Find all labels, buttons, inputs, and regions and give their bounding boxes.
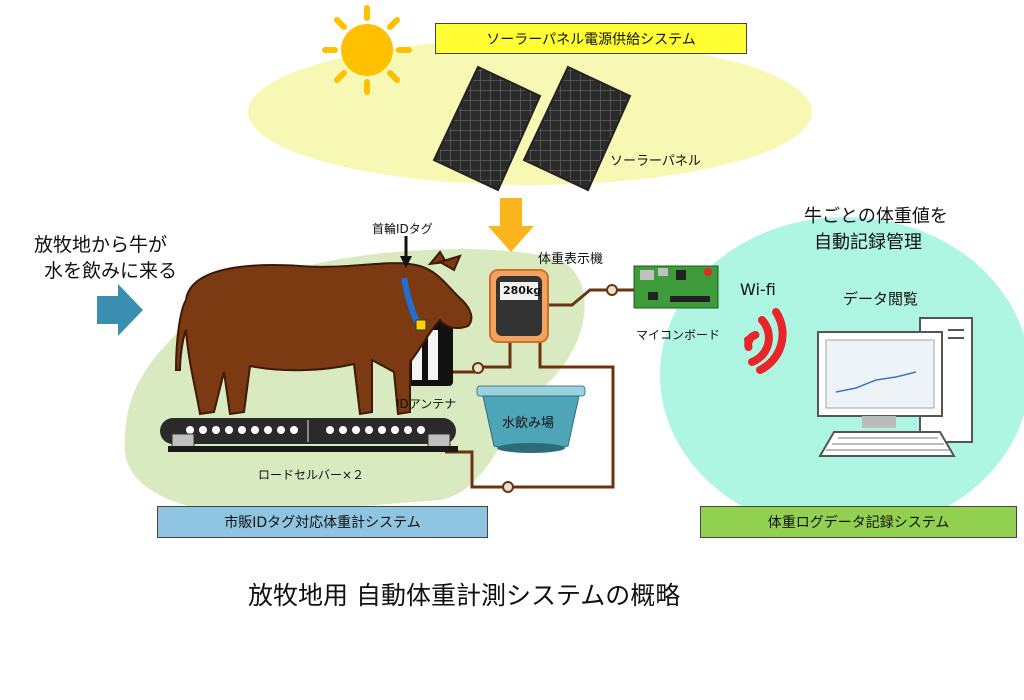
collar-tag-label: 首輪IDタグ [372,222,433,236]
arrival-text-line1: 放牧地から牛が [34,234,168,256]
record-text-line1: 牛ごとの体重値を [804,206,948,227]
microboard-icon [633,265,719,309]
log-system-label: 体重ログデータ記録システム [700,506,1017,538]
wifi-label: Wi-fi [740,280,776,299]
arrival-arrow-icon [97,284,143,336]
data-view-label: データ閲覧 [843,290,919,308]
id-tag-icon [415,319,427,331]
microboard-label: マイコンボード [636,328,721,342]
weight-display-icon [489,269,549,343]
wifi-icon [744,308,787,374]
solar-panel-left-icon [432,65,542,192]
scale-system-label: 市販IDタグ対応体重計システム [157,506,488,538]
main-title: 放牧地用 自動体重計測システムの概略 [248,581,681,610]
sun-icon [322,5,412,95]
display-value: 280kg [503,284,542,297]
antenna-label: IDアンテナ [396,397,457,411]
solar-panel-right-icon [522,65,632,192]
display-unit-label: 体重表示機 [538,252,604,267]
power-arrow-icon [488,198,534,252]
wire-loadcell-display [445,340,615,489]
loadcell-label: ロードセルバー×２ [258,468,365,482]
record-text-line2: 自動記録管理 [814,232,922,253]
computer-icon [817,317,973,457]
cow-icon [174,250,473,416]
solar-system-label: ソーラーパネル電源供給システム [435,23,747,54]
water-trough-label: 水飲み場 [502,416,555,431]
water-trough-icon [476,385,586,453]
arrival-text-line2: 水を飲みに来る [44,260,178,282]
solar-panel-label: ソーラーパネル [610,154,701,169]
loadcell-bars [160,418,458,452]
